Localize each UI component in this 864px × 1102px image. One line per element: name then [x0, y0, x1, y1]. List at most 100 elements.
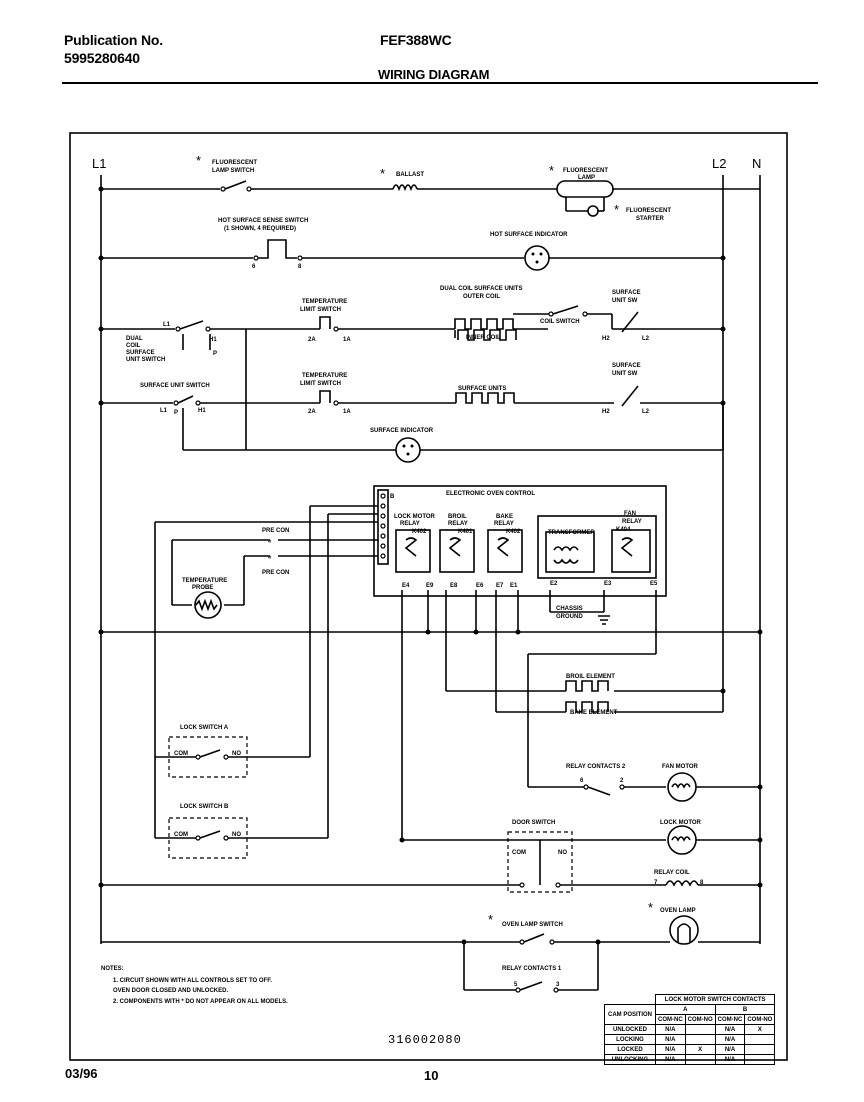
lock-switch-a-label: LOCK SWITCH A	[180, 725, 229, 731]
cam-cell	[684, 1054, 716, 1065]
surface-units-label: SURFACE UNITS	[458, 386, 506, 392]
terminal-label: L2	[642, 336, 650, 342]
broil-relay-label: BROIL	[448, 514, 467, 520]
cam-sub-head: COM-NC	[714, 1014, 746, 1025]
bake-element	[565, 701, 609, 713]
optional-asterisk: *	[648, 900, 653, 915]
terminal-label: E3	[604, 581, 612, 587]
fluor-switch-label-2: LAMP SWITCH	[212, 168, 254, 174]
surface-unit-sw-label-2: UNIT SW	[612, 298, 638, 304]
optional-asterisk: *	[614, 202, 619, 217]
terminal-label: 2A	[308, 337, 316, 343]
junction-dots	[98, 186, 763, 945]
optional-asterisk: *	[488, 912, 493, 927]
oven-lamp-switch-blade	[523, 933, 545, 943]
lock-motor-relay	[395, 529, 431, 573]
dual-coil-switch-blade	[179, 320, 204, 330]
surface-unit-sw-label-b2: UNIT SW	[612, 371, 638, 377]
page-number: 10	[424, 1068, 439, 1083]
outer-coil-element	[454, 318, 514, 330]
fan-motor-label: FAN MOTOR	[662, 764, 699, 770]
dual-coil-switch-label-4: UNIT SWITCH	[126, 357, 165, 363]
lock-motor-relay-label-2: RELAY	[400, 521, 420, 527]
line-l2-label: L2	[712, 156, 726, 171]
terminal-label: L2	[642, 409, 650, 415]
terminal-label: L1	[163, 322, 171, 328]
eoc-connector-pins	[380, 493, 386, 559]
broil-relay	[439, 529, 475, 573]
surface-unit-sw-label: SURFACE	[612, 290, 641, 296]
com-label: COM	[174, 751, 188, 757]
bake-relay-label-3: K402	[506, 529, 521, 535]
eoc-label: ELECTRONIC OVEN CONTROL	[446, 491, 535, 497]
cam-group-a: A	[655, 1004, 716, 1015]
terminal-label: P	[213, 351, 217, 357]
coil-switch-label: COIL SWITCH	[540, 319, 580, 325]
terminal-label: 1A	[343, 337, 351, 343]
temp-limit-label-1b: LIMIT SWITCH	[300, 307, 341, 313]
cam-sub-head: COM-NO	[744, 1014, 776, 1025]
terminal-label: 1A	[343, 409, 351, 415]
oven-lamp-label: OVEN LAMP	[660, 908, 696, 914]
cam-cell	[744, 1034, 776, 1045]
terminal-label: L1	[160, 408, 168, 414]
temp-limit-label-2: TEMPERATURE	[302, 373, 347, 379]
terminal-label: P	[174, 410, 178, 416]
terminal	[246, 186, 252, 192]
terminal-label: H2	[602, 409, 610, 415]
fluor-starter-label-2: STARTER	[636, 216, 665, 222]
terminal-label: H1	[198, 408, 206, 414]
fluorescent-starter-symbol	[587, 205, 599, 217]
notes-title: NOTES:	[101, 966, 124, 972]
relay-contacts-2-blade	[587, 786, 611, 796]
cam-cell: N/A	[714, 1034, 746, 1045]
surface-unit-sw-symbol	[621, 311, 639, 333]
fluorescent-lamp-tube	[556, 180, 614, 198]
terminal-label: H1	[209, 337, 217, 343]
cam-cell: N/A	[655, 1034, 686, 1045]
cam-cell	[744, 1044, 776, 1055]
surface-unit-switch-blade	[177, 395, 194, 404]
eoc-connector	[377, 489, 389, 565]
relay-contacts-1-blade	[519, 981, 543, 991]
terminal	[220, 186, 226, 192]
title-rule	[62, 82, 818, 84]
optional-asterisk: *	[380, 166, 385, 181]
inner-coil-element	[457, 329, 517, 341]
coil-switch-blade	[552, 305, 579, 315]
pre-con-connector-symbol: «	[268, 539, 272, 545]
table-row: UNLOCKING N/A N/A	[604, 1054, 776, 1065]
cam-cell	[684, 1024, 716, 1035]
temp-limit-label-1: TEMPERATURE	[302, 299, 347, 305]
com-label: COM	[512, 850, 526, 856]
cam-cell: X	[744, 1024, 776, 1035]
lock-switch-b-blade	[199, 830, 221, 839]
com-label: COM	[174, 832, 188, 838]
cam-group-b: B	[714, 1004, 776, 1015]
fluor-switch-blade	[224, 180, 247, 190]
fan-relay-label-3: K404	[616, 527, 631, 533]
fluor-lamp-label-2: LAMP	[578, 175, 595, 181]
terminal-label: E4	[402, 583, 410, 589]
table-row: LOCKED N/A X N/A	[604, 1044, 776, 1055]
terminal-label: 3	[556, 982, 560, 988]
broil-relay-label-3: K401	[458, 529, 473, 535]
hot-indicator-label: HOT SURFACE INDICATOR	[490, 232, 568, 238]
optional-asterisk: *	[196, 153, 201, 168]
cam-row-label: UNLOCKING	[604, 1054, 656, 1065]
terminal-label: H2	[602, 336, 610, 342]
terminal-label: 8	[298, 264, 302, 270]
transformer-symbol	[545, 531, 595, 573]
page-title: WIRING DIAGRAM	[378, 67, 490, 82]
bake-relay-label-2: RELAY	[494, 521, 514, 527]
pre-con-connector-symbol-2: «	[268, 555, 272, 561]
cam-position-table: LOCK MOTOR SWITCH CONTACTS CAM POSITION …	[604, 994, 776, 1065]
temp-limit-label-2b: LIMIT SWITCH	[300, 381, 341, 387]
table-row: LOCKING N/A N/A	[604, 1034, 776, 1045]
temp-probe-label-2: PROBE	[192, 585, 213, 591]
fluor-switch-label: FLUORESCENT	[212, 160, 257, 166]
outer-coil-label: OUTER COIL	[463, 294, 500, 300]
cam-row-label: UNLOCKED	[604, 1024, 656, 1035]
broil-element	[565, 680, 609, 692]
